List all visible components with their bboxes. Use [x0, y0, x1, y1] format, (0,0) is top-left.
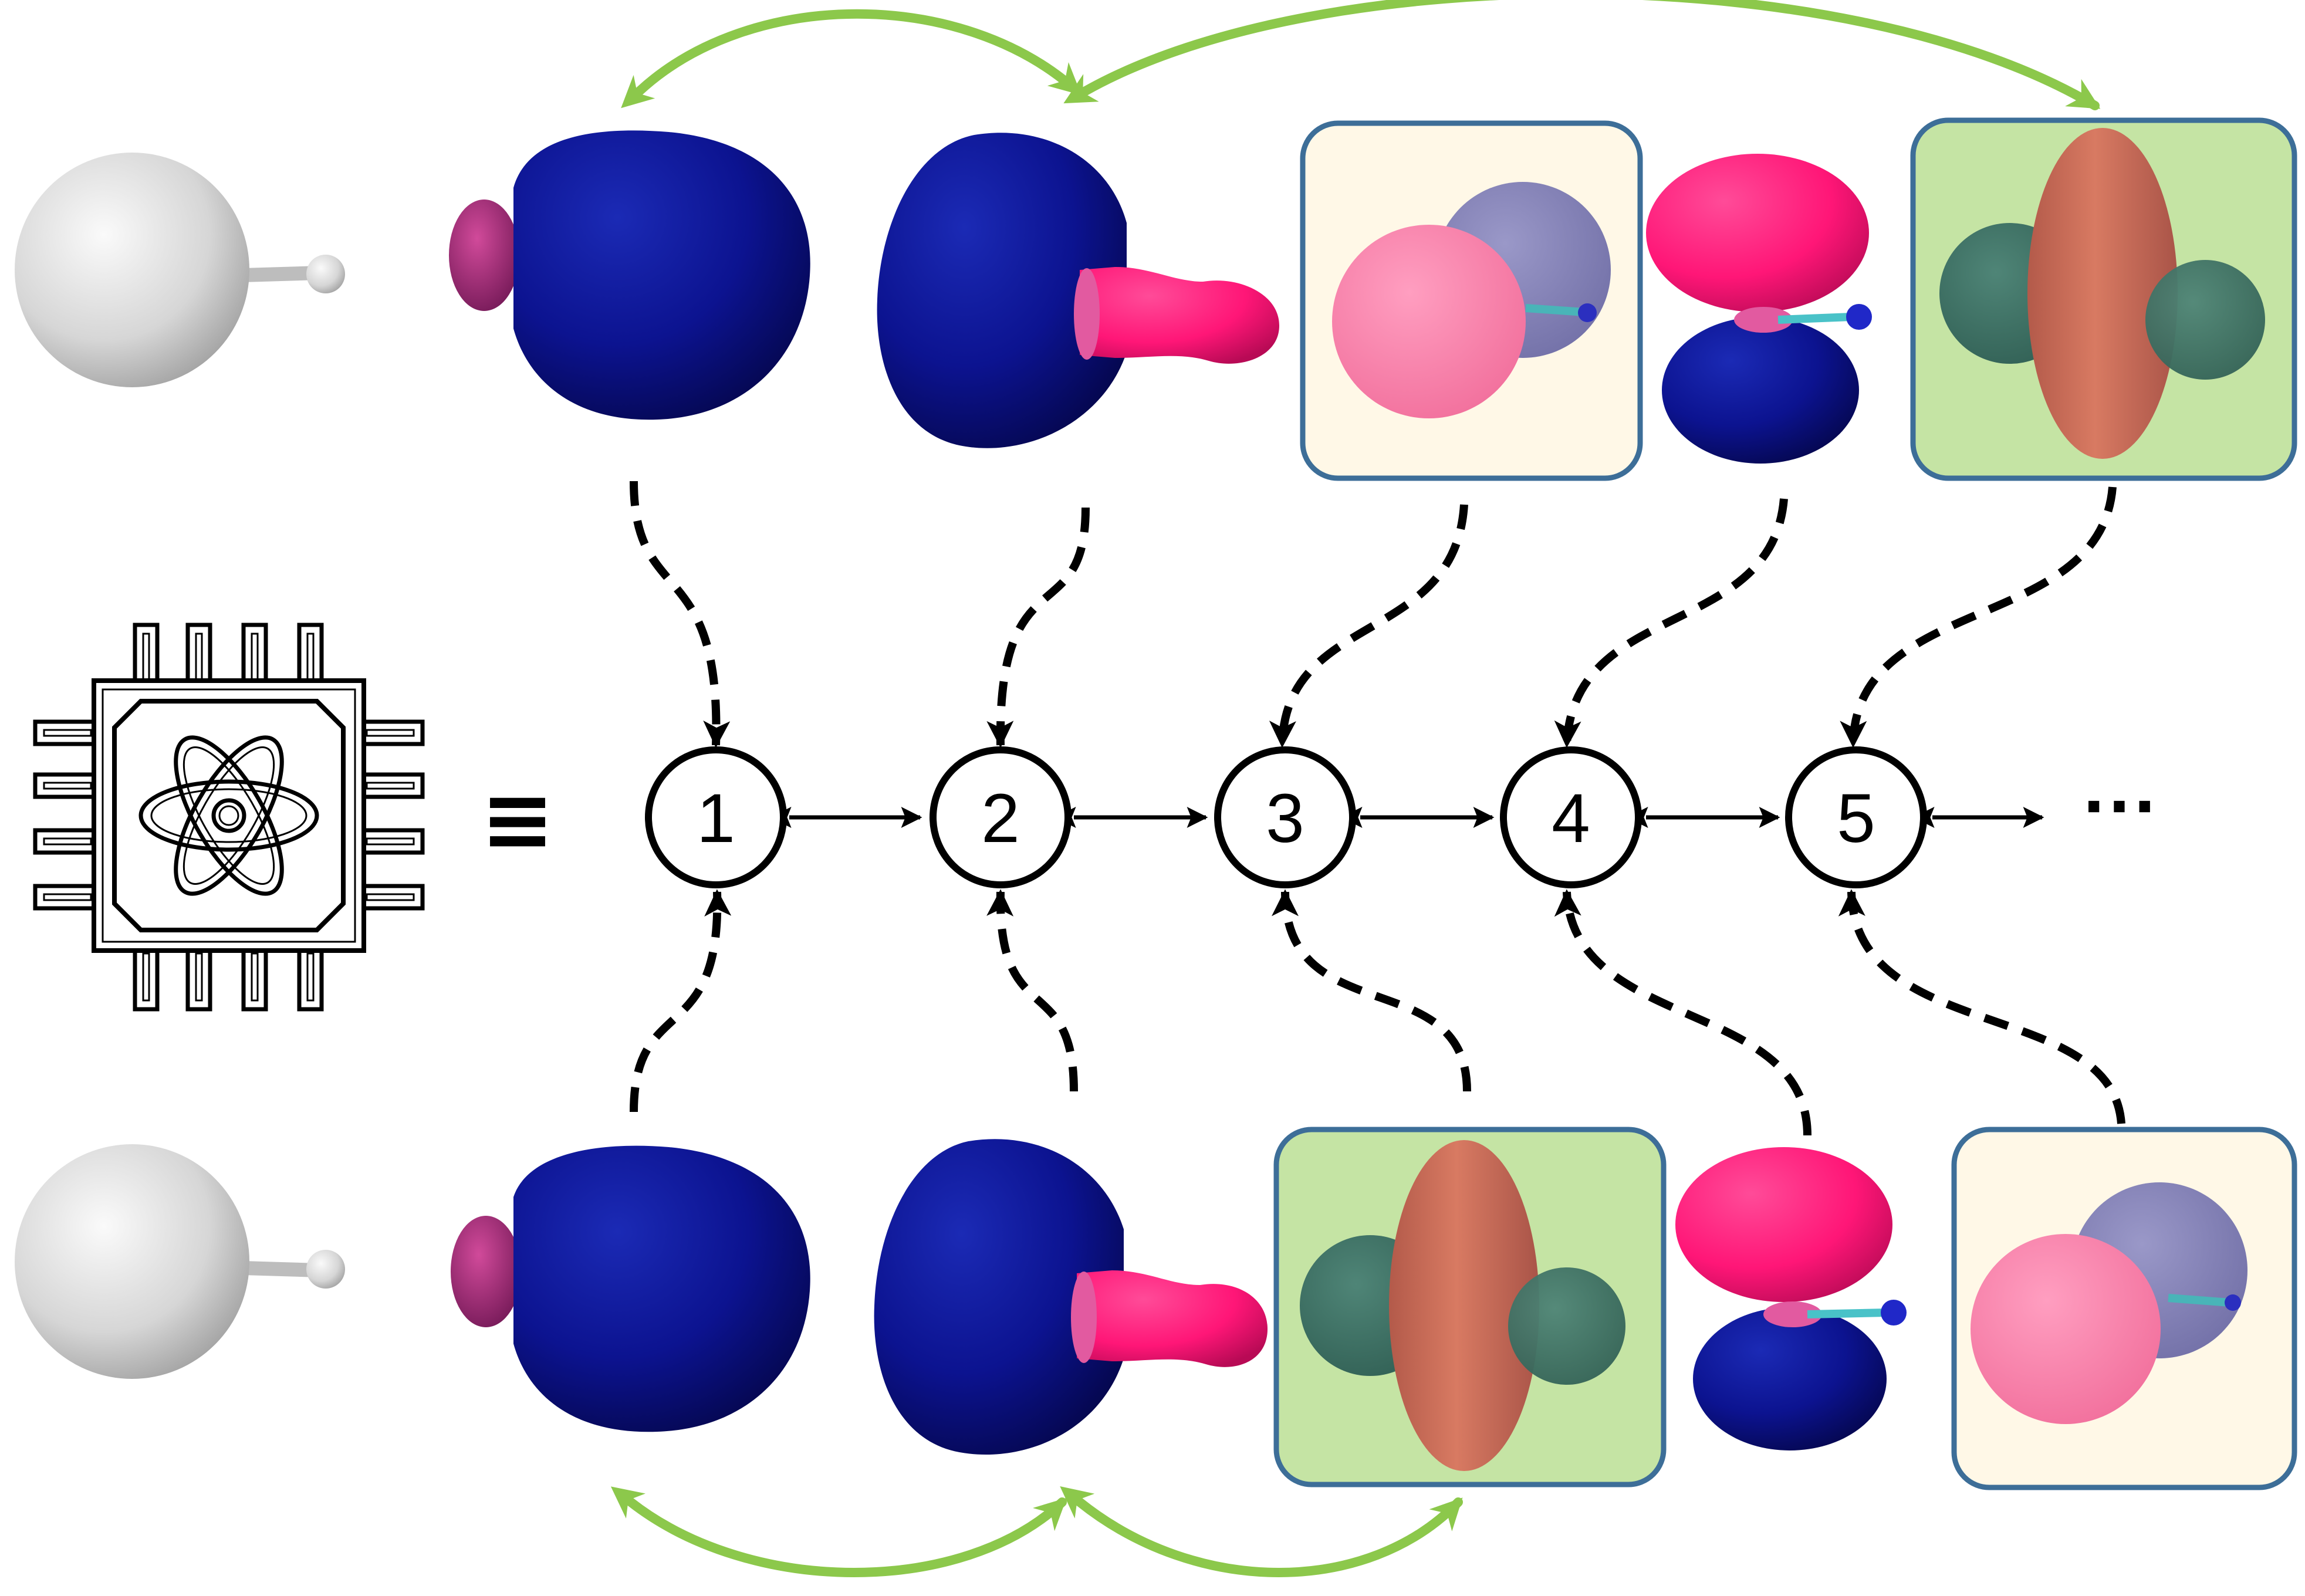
- qubit-node-4-label: 4: [1552, 780, 1590, 857]
- diatomic-molecule-icon: [15, 153, 345, 387]
- qubit-node-2-label: 2: [981, 780, 1020, 857]
- map-bottom-2: [986, 889, 1078, 1092]
- orbital-top-2: [877, 133, 1279, 448]
- qubit-node-4: 4: [1500, 746, 1642, 888]
- atom-icon: [138, 735, 319, 896]
- chain-ellipsis: ···: [2083, 763, 2159, 848]
- orbital-bottom-3-box: [1273, 1127, 1667, 1487]
- orbital-top-4: [1646, 154, 1872, 464]
- qubit-node-1: 1: [645, 746, 787, 888]
- orbital-bottom-4: [1675, 1147, 1907, 1450]
- orbital-bottom-5-box: [1951, 1127, 2297, 1490]
- swap-arrows-top: [621, 0, 2101, 110]
- mapping-arrows-bottom: [630, 889, 2125, 1136]
- diatomic-molecule-icon-bottom: [15, 1144, 345, 1379]
- qubit-node-1-label: 1: [697, 780, 735, 857]
- map-bottom-1: [630, 889, 732, 1113]
- mapping-arrows-top: [630, 481, 2117, 748]
- map-top-5: [1840, 486, 2117, 748]
- swap-arrows-bottom: [610, 1486, 1463, 1577]
- orbital-top-1: [449, 130, 810, 420]
- map-bottom-3: [1272, 889, 1471, 1092]
- quantum-chip-icon: [33, 623, 425, 1012]
- orbital-top-3-box: [1300, 120, 1643, 481]
- map-top-2: [986, 507, 1090, 748]
- qubit-node-5-label: 5: [1837, 780, 1875, 857]
- qubit-node-3: 3: [1214, 746, 1356, 888]
- map-top-4: [1554, 498, 1788, 748]
- qubit-node-3-label: 3: [1266, 780, 1304, 857]
- map-top-3: [1269, 504, 1468, 748]
- swap-arrow-top-2-5: [1063, 0, 2101, 110]
- equivalence-symbol: ≡: [481, 769, 555, 871]
- map-bottom-5: [1838, 889, 2125, 1124]
- qubit-node-2: 2: [930, 746, 1072, 888]
- orbital-bottom-1: [451, 1145, 810, 1432]
- map-top-1: [630, 481, 731, 748]
- swap-arrow-bottom-2-3: [1060, 1486, 1463, 1577]
- swap-arrow-bottom-1-2: [610, 1486, 1067, 1577]
- orbital-top-5-box: [1910, 117, 2297, 481]
- swap-arrow-top-1-2: [621, 9, 1082, 109]
- map-bottom-4: [1554, 889, 1811, 1136]
- orbital-bottom-2: [874, 1139, 1268, 1455]
- qubit-node-5: 5: [1785, 746, 1927, 888]
